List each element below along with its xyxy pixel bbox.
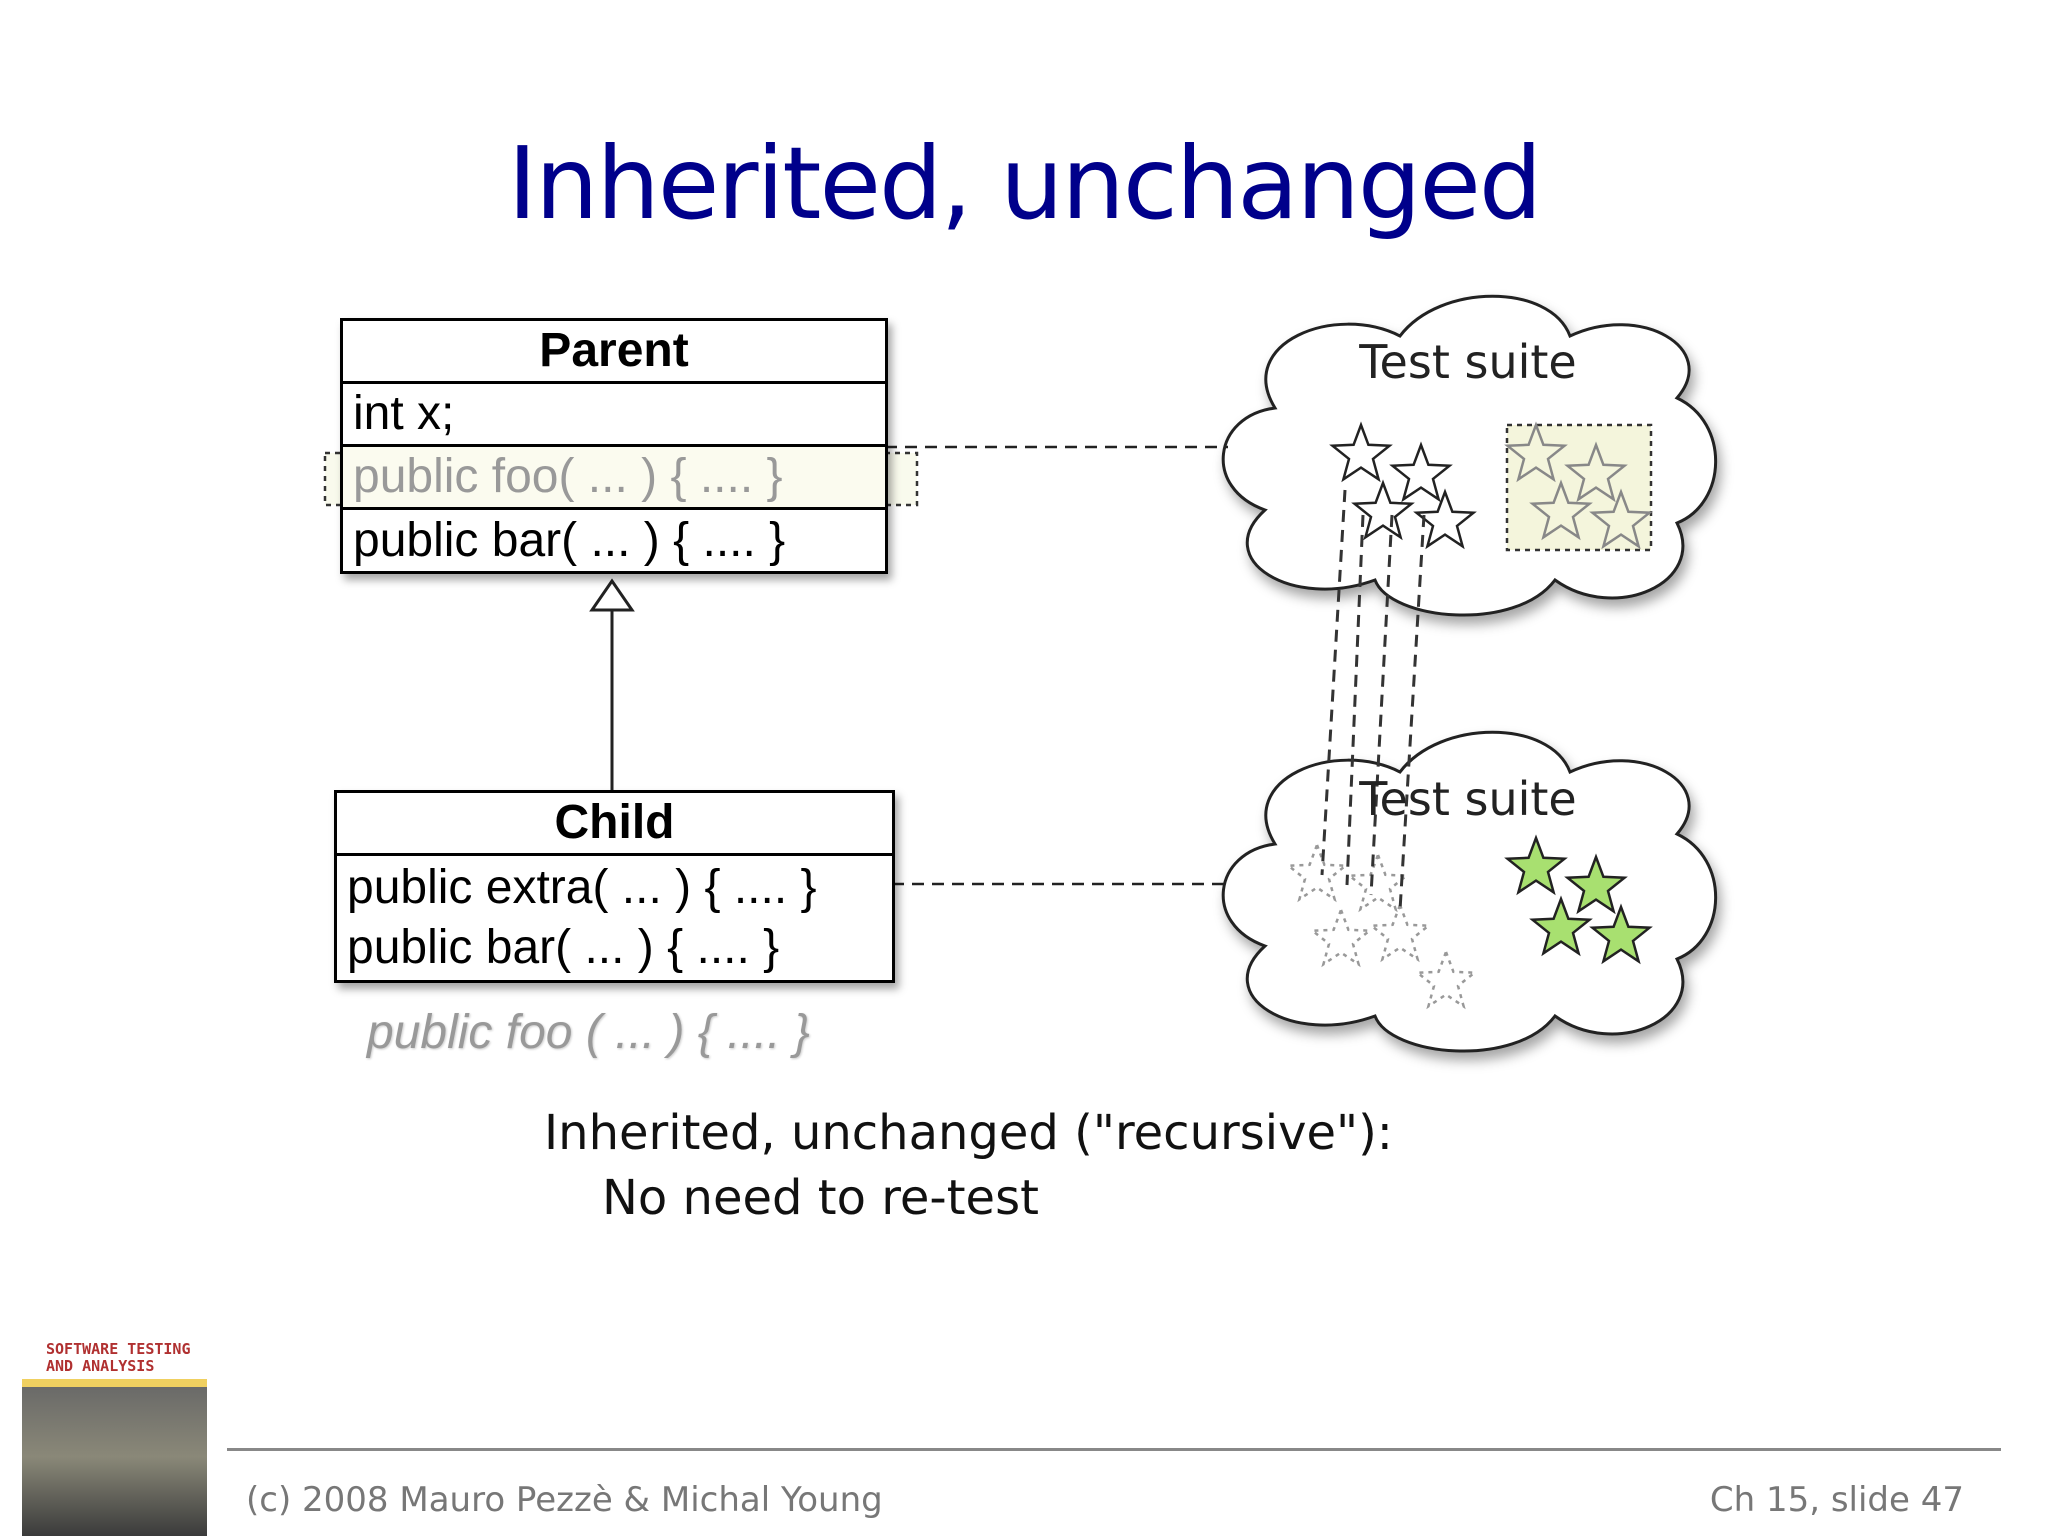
parent-class-box: Parent int x; public foo( ... ) { .... }… (340, 318, 888, 574)
test-reuse-line (1320, 489, 1347, 876)
test-star-icon (1389, 441, 1453, 503)
new-test-star-icon (1589, 903, 1653, 965)
test-suite-top-label: Test suite (1358, 335, 1576, 389)
test-reuse-line (1398, 514, 1426, 911)
test-star-icon (1413, 488, 1477, 550)
new-test-star-icon (1504, 834, 1568, 896)
caption-line-2: No need to re-test (602, 1170, 1039, 1226)
parent-foo-test-star-icon (1589, 488, 1653, 550)
child-class-box: Child public extra( ... ) { .... } publi… (334, 790, 895, 983)
parent-class-name: Parent (343, 321, 885, 384)
cloud-shape (1221, 730, 1718, 1053)
parent-member-x: int x; (343, 384, 885, 447)
footer-slide-number: Ch 15, slide 47 (1709, 1480, 1964, 1520)
inheritance-arrow-icon (589, 578, 635, 612)
test-reuse-line (1345, 514, 1365, 886)
test-suite-cloud-bottom (1221, 730, 1718, 1053)
test-reuse-line (1369, 514, 1394, 896)
parent-member-bar: public bar( ... ) { .... } (353, 514, 786, 567)
child-member-bar: public bar( ... ) { .... } (347, 921, 780, 974)
parent-foo-test-star-icon (1504, 421, 1568, 483)
child-member-extra: public extra( ... ) { .... } (347, 861, 817, 914)
slide-title: Inherited, unchanged (507, 125, 1543, 242)
child-inherited-foo: public foo ( ... ) { .... } (367, 1006, 810, 1059)
test-star-icon (1351, 479, 1415, 541)
footer-divider (227, 1448, 2001, 1451)
new-test-star-icon (1529, 895, 1593, 957)
highlight-test-group (1505, 423, 1653, 552)
new-test-star-icon (1564, 853, 1628, 915)
test-star-icon (1329, 421, 1393, 483)
parent-member-foo: public foo( ... ) { .... } (343, 447, 885, 510)
footer-copyright: (c) 2008 Mauro Pezzè & Michal Young (246, 1480, 883, 1520)
parent-foo-test-star-icon (1564, 441, 1628, 503)
test-suite-bottom-label: Test suite (1358, 772, 1576, 826)
parent-foo-test-star-icon (1529, 479, 1593, 541)
child-class-name: Child (337, 793, 892, 856)
caption-line-1: Inherited, unchanged ("recursive"): (544, 1105, 1393, 1161)
